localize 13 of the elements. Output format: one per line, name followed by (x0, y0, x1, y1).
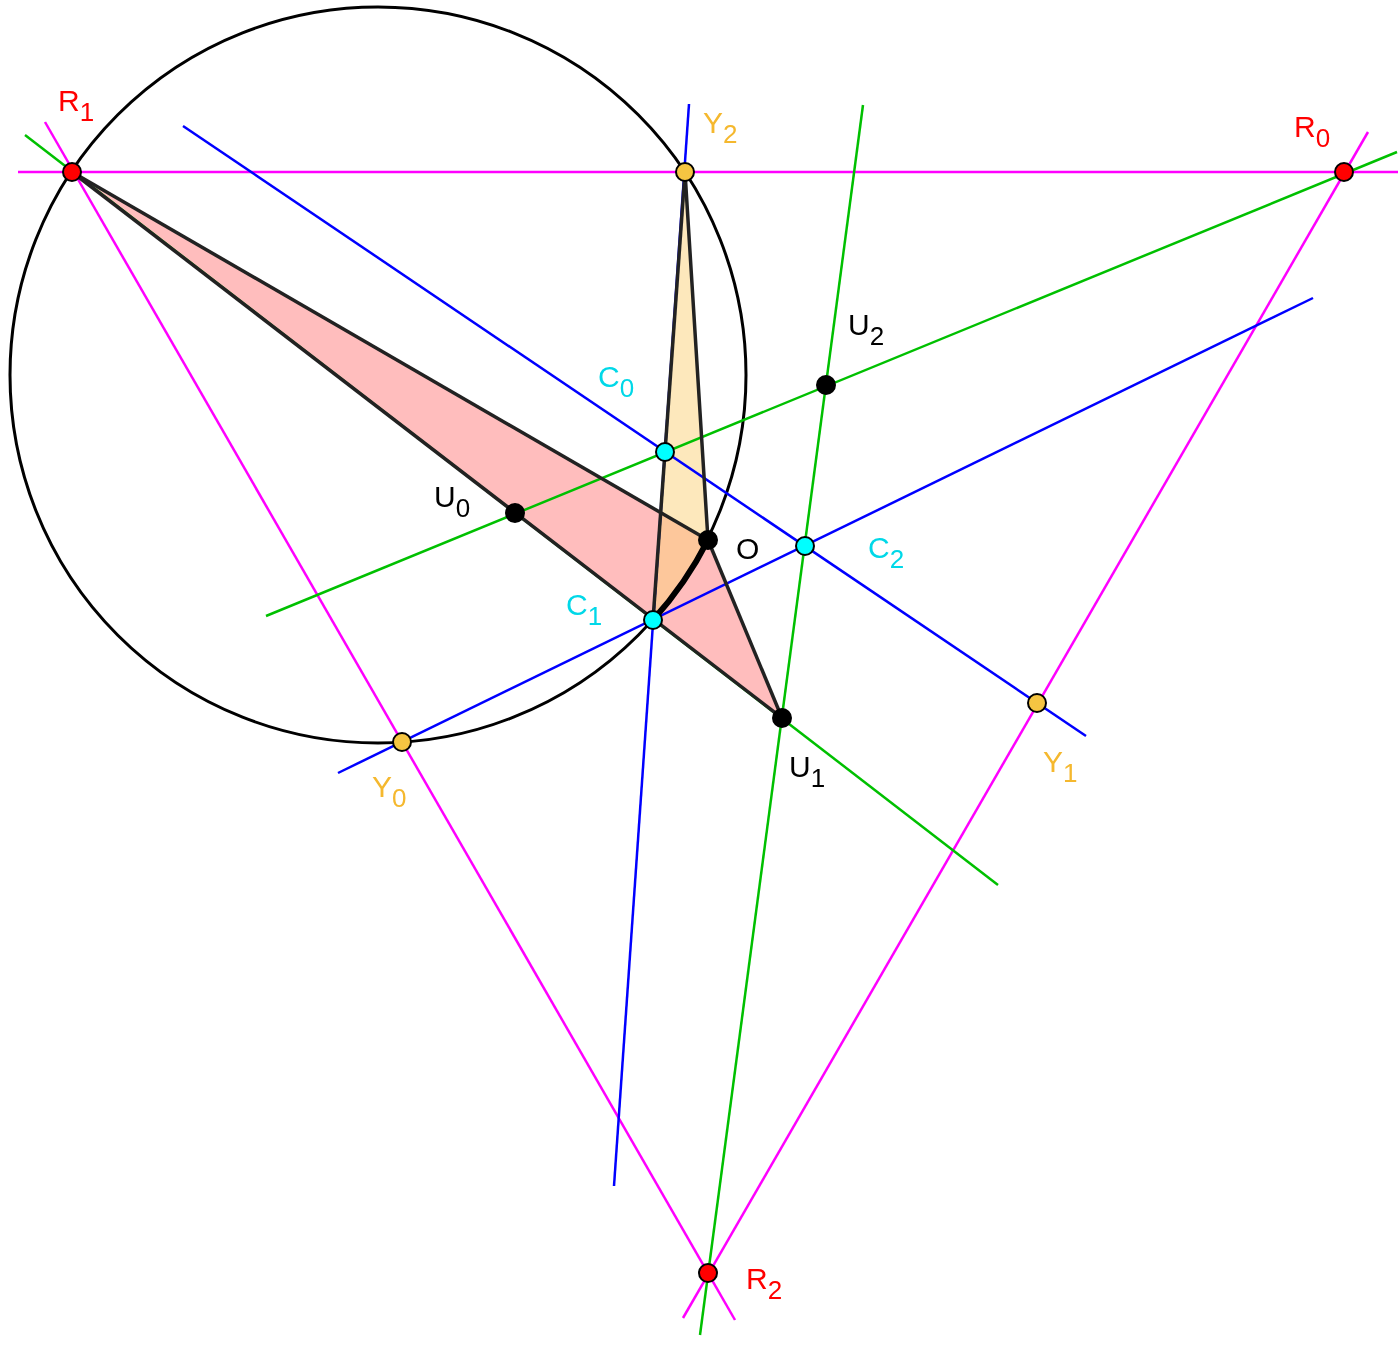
point-label: U$_{1}$ (789, 752, 826, 791)
point-label: R$_{1}$ (58, 86, 95, 125)
point-label: U$_{2}$ (848, 310, 885, 349)
point-label: Y$_{2}$ (703, 108, 738, 147)
point-label: R$_{0}$ (1294, 112, 1331, 151)
point-label: C$_{2}$ (868, 533, 905, 572)
point-label: C$_{1}$ (566, 590, 603, 629)
point-label: Y$_{1}$ (1043, 747, 1078, 786)
point-label: R$_{2}$ (746, 1264, 783, 1303)
point-label: U$_{0}$ (434, 482, 471, 521)
point-label: O (736, 534, 760, 564)
point-label: Y$_{0}$ (372, 772, 407, 811)
point-label: C$_{0}$ (598, 362, 635, 401)
